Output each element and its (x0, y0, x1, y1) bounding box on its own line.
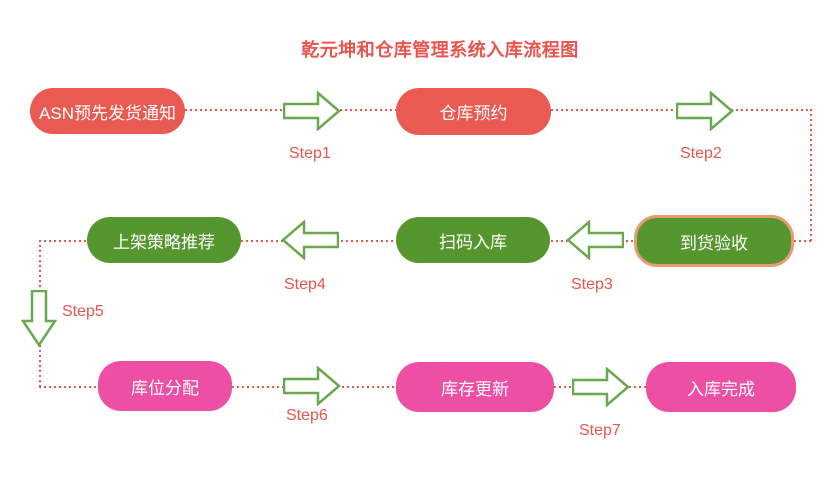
step3-arrow-left-icon (566, 220, 624, 260)
flow-node-scan-inbound: 扫码入库 (396, 217, 550, 263)
flow-node-arrival-inspection: 到货验收 (634, 215, 794, 267)
step6-label: Step6 (286, 407, 328, 424)
flow-node-inventory-update: 库存更新 (396, 362, 554, 412)
node-label: 上架策略推荐 (113, 232, 215, 252)
node-label: 库存更新 (441, 379, 509, 399)
node-label: ASN预先发货通知 (39, 103, 176, 123)
node-label: 到货验收 (680, 233, 748, 253)
connector-line (39, 240, 87, 242)
connector-line (794, 240, 812, 242)
node-label: 库位分配 (131, 378, 199, 398)
step5-label: Step5 (62, 303, 104, 320)
flow-node-slot-allocation: 库位分配 (98, 361, 232, 411)
flow-node-inbound-complete: 入库完成 (646, 362, 796, 412)
step6-arrow-right-icon (283, 366, 341, 406)
flow-node-asn-advance-ship-notice: ASN预先发货通知 (30, 88, 185, 134)
step7-arrow-right-icon (572, 367, 630, 407)
step1-label: Step1 (289, 145, 331, 162)
node-label: 扫码入库 (439, 232, 507, 252)
node-label: 入库完成 (687, 379, 755, 399)
step4-label: Step4 (284, 276, 326, 293)
step2-arrow-right-icon (676, 91, 734, 131)
node-label: 仓库预约 (439, 104, 508, 123)
step2-label: Step2 (680, 145, 722, 162)
flow-node-warehouse-reservation: 仓库预约 (396, 88, 551, 135)
step4-arrow-left-icon (281, 220, 339, 260)
connector-line (810, 109, 812, 242)
connector-line (39, 386, 98, 388)
step7-label: Step7 (579, 422, 621, 439)
step3-label: Step3 (571, 276, 613, 293)
step5-arrow-down-icon (21, 290, 57, 347)
diagram-title: 乾元坤和仓库管理系统入库流程图 (301, 40, 579, 60)
step1-arrow-right-icon (283, 91, 341, 131)
flow-node-shelving-strategy-recommendation: 上架策略推荐 (87, 217, 241, 263)
